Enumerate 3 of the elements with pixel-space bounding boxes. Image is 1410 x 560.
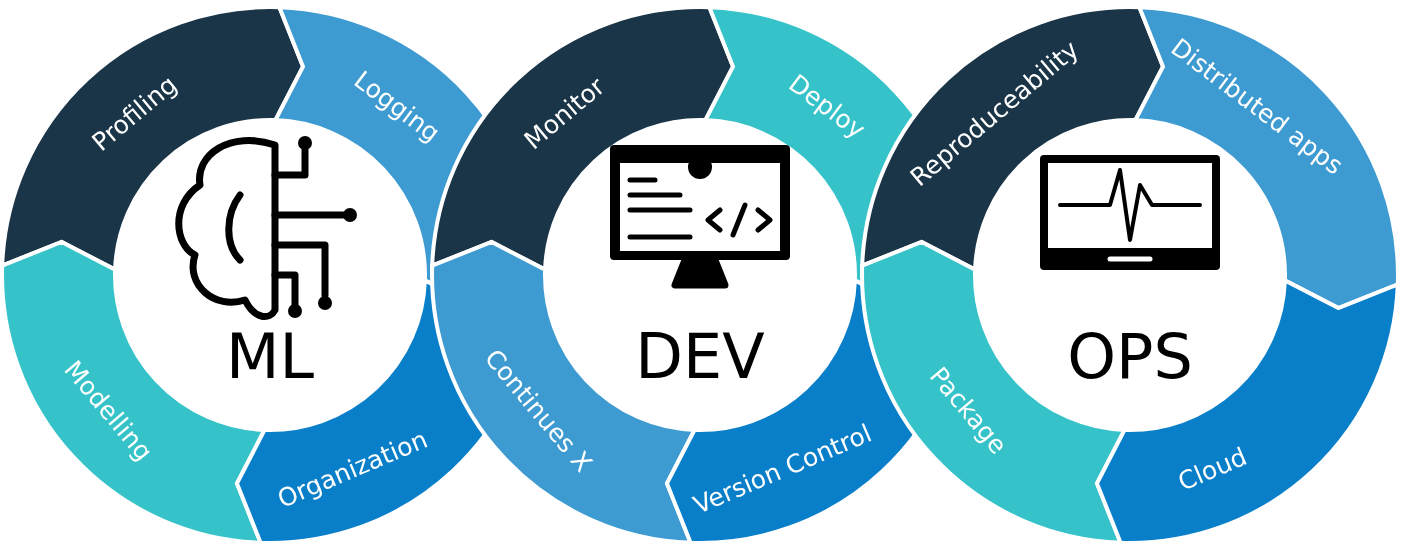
ring-title: OPS bbox=[1067, 320, 1193, 393]
ring-title: DEV bbox=[635, 320, 765, 393]
ring-title: ML bbox=[226, 320, 314, 393]
